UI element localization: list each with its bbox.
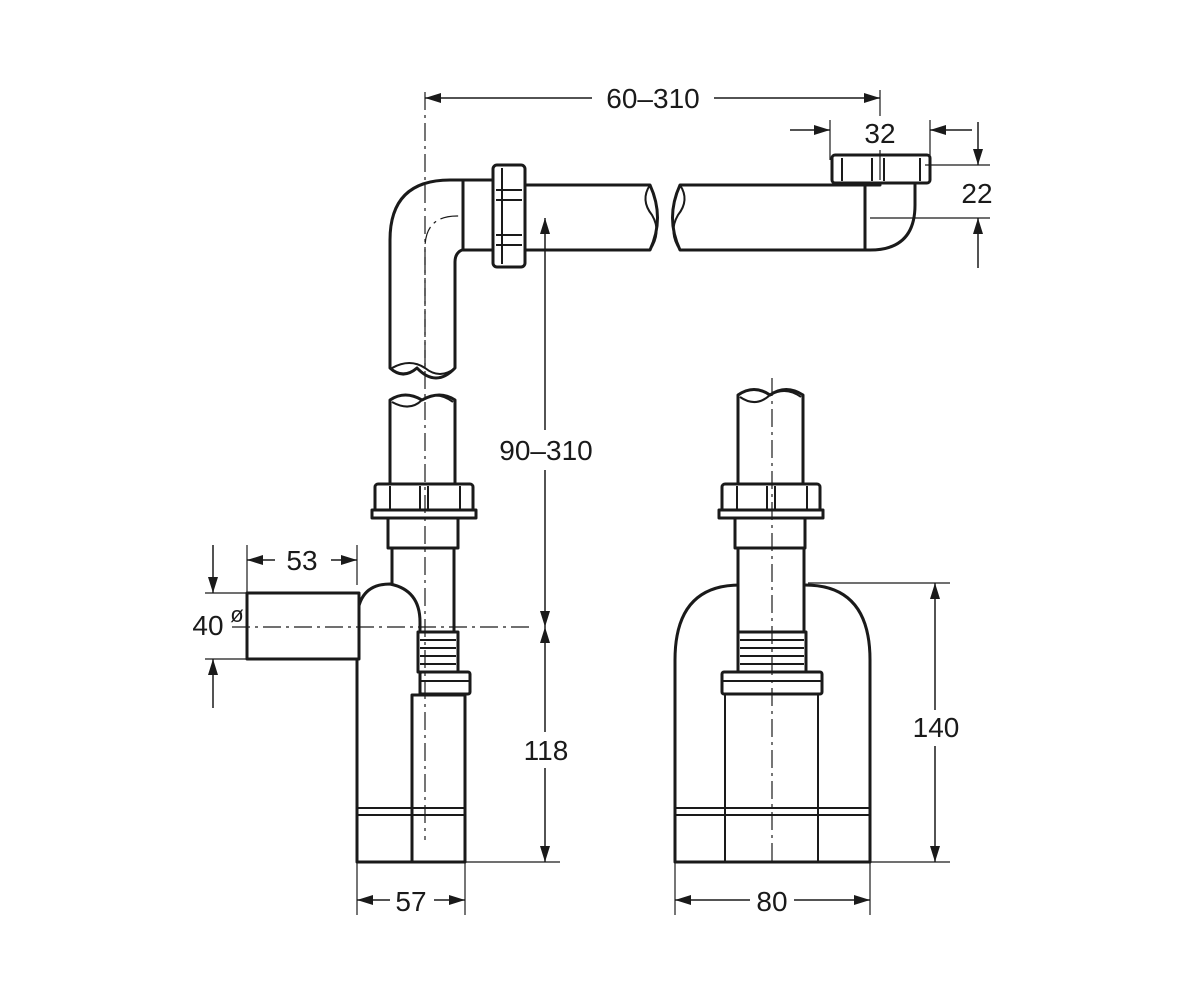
dim-label-vertical-extension: 90–310 <box>499 435 592 466</box>
side-view <box>232 92 932 864</box>
vertical-pipe-side <box>388 393 457 490</box>
upper-elbow <box>388 178 467 380</box>
dim-label-horizontal-offset: 60–310 <box>606 83 699 114</box>
dim-label-trap-width-front: 80 <box>756 886 787 917</box>
diameter-symbol: ø <box>230 602 243 627</box>
horizontal-pipe-left <box>523 183 659 252</box>
dip-tube-side <box>386 516 460 550</box>
outlet-elbow <box>863 176 917 252</box>
horizontal-pipe-right <box>671 183 872 252</box>
trap-union-nut-front <box>717 482 825 520</box>
trap-union-nut-side <box>370 482 478 520</box>
outlet-nut <box>830 153 932 185</box>
horizontal-union-nut <box>491 163 527 269</box>
dim-label-trap-depth-side: 57 <box>395 886 426 917</box>
vertical-pipe-front <box>736 388 805 486</box>
dim-label-outlet-height: 22 <box>961 178 992 209</box>
dim-label-inlet-length: 53 <box>286 545 317 576</box>
dim-label-outlet-diameter: 32 <box>864 118 895 149</box>
dim-label-inlet-diameter: 40 <box>192 610 223 641</box>
ribbed-adapter-side <box>416 630 472 696</box>
elbow-socket <box>461 178 497 252</box>
dimension-labels: 60–310 32 22 90–310 53 40 ø 118 57 80 14… <box>192 80 993 917</box>
dim-label-trap-height-side: 118 <box>524 735 569 766</box>
dim-label-trap-height-front: 140 <box>913 712 960 743</box>
front-view <box>673 378 872 864</box>
side-inlet <box>245 591 361 661</box>
